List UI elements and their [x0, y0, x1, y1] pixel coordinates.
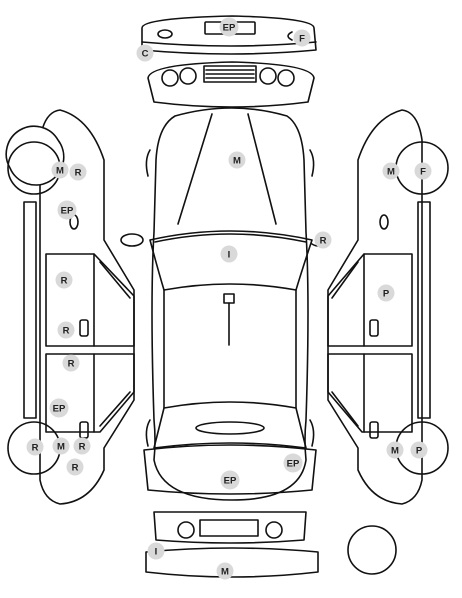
marker-badge: [136, 44, 154, 62]
marker-badge: [55, 271, 73, 289]
marker-label: F: [299, 33, 305, 44]
marker-label: R: [68, 358, 75, 369]
marker-badge: [414, 162, 432, 180]
marker-label: M: [233, 155, 241, 166]
marker-label: I: [155, 546, 158, 557]
marker-badge: [216, 562, 234, 580]
damage-marker-front-bumper-ep: EP: [219, 17, 239, 37]
rear-bumper: [145, 511, 319, 578]
marker-label: M: [387, 166, 395, 177]
damage-marker-left-rear-wheel-r: R: [26, 438, 44, 456]
damage-marker-trunk-ep: EP: [220, 470, 240, 490]
marker-badge: [283, 453, 303, 473]
marker-label: M: [221, 566, 229, 577]
marker-label: M: [57, 441, 65, 452]
marker-label: C: [142, 48, 149, 59]
marker-badge: [410, 441, 428, 459]
marker-badge: [228, 151, 246, 169]
marker-badge: [51, 161, 69, 179]
car-body-top-view: [120, 107, 328, 501]
marker-label: R: [61, 275, 68, 286]
marker-label: R: [32, 442, 39, 453]
marker-badge: [220, 245, 238, 263]
marker-label: P: [383, 288, 390, 299]
marker-badge: [73, 437, 91, 455]
damage-marker-left-front-door-r: R: [55, 271, 73, 289]
marker-label: I: [228, 249, 231, 260]
damage-marker-right-rear-wheel-m: M: [386, 441, 404, 459]
damage-marker-right-mirror-r: R: [314, 231, 332, 249]
damage-marker-left-rear-wheel-r2: R: [73, 437, 91, 455]
marker-label: EP: [224, 475, 237, 486]
marker-label: EP: [53, 403, 66, 414]
marker-badge: [52, 437, 70, 455]
front-fascia: [147, 61, 315, 108]
marker-label: R: [63, 325, 70, 336]
marker-label: EP: [287, 458, 300, 469]
damage-marker-right-front-wheel-f: F: [414, 162, 432, 180]
marker-badge: [62, 354, 80, 372]
damage-marker-right-rear-wheel-p: P: [410, 441, 428, 459]
marker-label: F: [420, 166, 426, 177]
damage-marker-left-rear-door-r: R: [62, 354, 80, 372]
spare-wheel: [347, 525, 397, 575]
damage-marker-windshield-i: I: [220, 245, 238, 263]
damage-marker-left-rear-fender-ep: EP: [49, 398, 69, 418]
marker-label: R: [320, 235, 327, 246]
marker-badge: [377, 284, 395, 302]
damage-marker-left-front-wheel-m: M: [51, 161, 69, 179]
marker-badge: [382, 162, 400, 180]
marker-label: R: [79, 441, 86, 452]
damage-marker-right-front-door-p: P: [377, 284, 395, 302]
damage-marker-left-rear-wheel-m: M: [52, 437, 70, 455]
marker-badge: [26, 438, 44, 456]
marker-label: R: [72, 462, 79, 473]
damage-marker-left-front-handle-r: R: [57, 321, 75, 339]
marker-badge: [66, 458, 84, 476]
damage-marker-left-front-wheel-r: R: [69, 163, 87, 181]
marker-badge: [219, 17, 239, 37]
marker-badge: [314, 231, 332, 249]
damage-marker-left-rear-wheel-r3: R: [66, 458, 84, 476]
damage-marker-front-bumper-f: F: [293, 29, 311, 47]
damage-marker-rear-bumper-i: I: [147, 542, 165, 560]
damage-marker-hood-m: M: [228, 151, 246, 169]
marker-badge: [386, 441, 404, 459]
marker-badge: [57, 321, 75, 339]
marker-label: R: [75, 167, 82, 178]
marker-badge: [57, 200, 77, 220]
damage-marker-rear-right-ep: EP: [283, 453, 303, 473]
marker-label: M: [56, 165, 64, 176]
damage-marker-left-front-fender-ep: EP: [57, 200, 77, 220]
marker-badge: [147, 542, 165, 560]
marker-label: P: [416, 445, 423, 456]
marker-badge: [49, 398, 69, 418]
marker-badge: [69, 163, 87, 181]
marker-label: EP: [223, 22, 236, 33]
damage-marker-rear-bumper-m: M: [216, 562, 234, 580]
damage-marker-front-bumper-c: C: [136, 44, 154, 62]
marker-badge: [220, 470, 240, 490]
marker-badge: [293, 29, 311, 47]
damage-marker-right-front-wheel-m: M: [382, 162, 400, 180]
marker-label: M: [391, 445, 399, 456]
marker-label: EP: [61, 205, 74, 216]
